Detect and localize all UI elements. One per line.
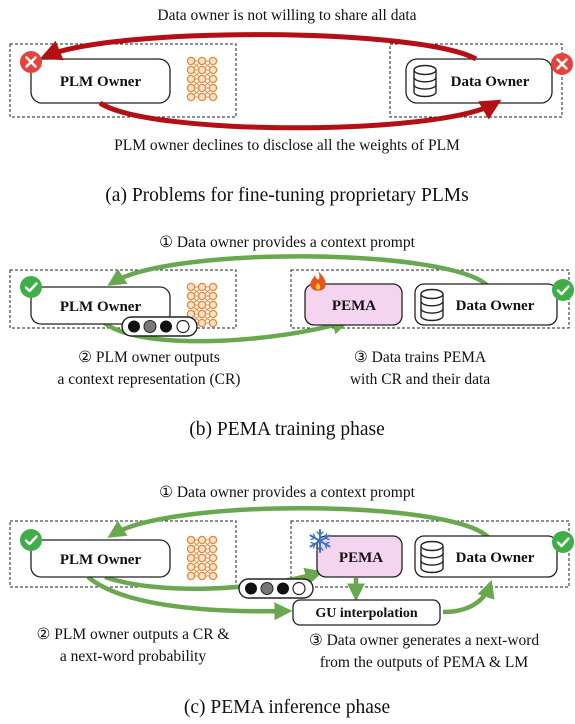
panel-b: ① Data owner provides a context prompt P… (9, 234, 575, 440)
data-owner-label: Data Owner (456, 550, 535, 566)
panel-b-step2-line2: a context representation (CR) (58, 371, 241, 388)
arrow-data-refusal (40, 32, 478, 62)
pema-label: PEMA (332, 298, 376, 314)
check-icon (18, 527, 44, 553)
arrow-plm-refusal (98, 99, 502, 131)
check-icon (18, 274, 44, 300)
context-representation-icon (238, 578, 314, 599)
cross-icon (549, 51, 575, 77)
fire-icon (310, 271, 326, 291)
plm-owner-label: PLM Owner (60, 74, 142, 90)
pema-box (304, 283, 403, 326)
data-owner-label: Data Owner (451, 74, 530, 90)
arrow-context-representation (98, 316, 351, 344)
database-icon (420, 288, 444, 322)
arrow-context-prompt (107, 254, 490, 288)
panel-b-step2-line1: ② PLM owner outputs (78, 349, 220, 366)
plm-owner-label: PLM Owner (60, 299, 142, 315)
plm-owner-label: PLM Owner (60, 552, 142, 568)
data-owner-box (414, 283, 558, 326)
panel-c-caption: (c) PEMA inference phase (184, 697, 390, 718)
cross-icon (18, 49, 44, 75)
panel-c-step3-line2: from the outputs of PEMA & LM (320, 654, 529, 671)
plm-owner-box (30, 539, 171, 578)
panel-b-caption: (b) PEMA training phase (189, 419, 385, 440)
check-icon (550, 277, 575, 303)
panel-c-step1: ① Data owner provides a context prompt (159, 484, 415, 501)
panel-c-step3-line1: ③ Data owner generates a next-word (309, 632, 540, 649)
plm-owner-container (9, 43, 237, 118)
database-icon (420, 540, 444, 574)
neural-network-icon (186, 56, 218, 102)
pema-label: PEMA (339, 550, 383, 566)
panel-c-step2-line2: a next-word probability (60, 648, 207, 665)
neural-network-icon (186, 535, 218, 581)
panel-a-caption: (a) Problems for fine-tuning proprietary… (105, 185, 468, 206)
database-icon (413, 64, 437, 98)
data-owner-container (290, 520, 570, 588)
arrow-probability-to-gu (86, 575, 293, 621)
data-owner-box (414, 535, 558, 578)
arrow-gu-to-data-owner (442, 579, 495, 615)
check-icon (550, 529, 575, 555)
plm-owner-box (30, 286, 171, 325)
data-owner-container (389, 43, 563, 118)
panel-a: Data owner is not willing to share all d… (9, 7, 575, 206)
arrow-context-prompt (107, 505, 490, 539)
context-representation-icon (121, 316, 198, 337)
gu-interpolation-box (292, 599, 441, 626)
panel-a-top-note: Data owner is not willing to share all d… (157, 7, 416, 24)
panel-c: ① Data owner provides a context prompt P… (9, 484, 575, 718)
gu-interpolation-label: GU interpolation (315, 606, 417, 621)
panel-c-step2-line1: ② PLM owner outputs a CR & (36, 626, 229, 643)
snowflake-icon (309, 529, 331, 553)
data-owner-label: Data Owner (456, 298, 535, 314)
panel-b-step3-line1: ③ Data trains PEMA (354, 349, 487, 366)
panel-b-step1: ① Data owner provides a context prompt (159, 234, 415, 251)
panel-a-bottom-note: PLM owner declines to disclose all the w… (114, 137, 460, 154)
pema-box (316, 535, 403, 578)
panel-b-step3-line2: with CR and their data (350, 371, 490, 388)
